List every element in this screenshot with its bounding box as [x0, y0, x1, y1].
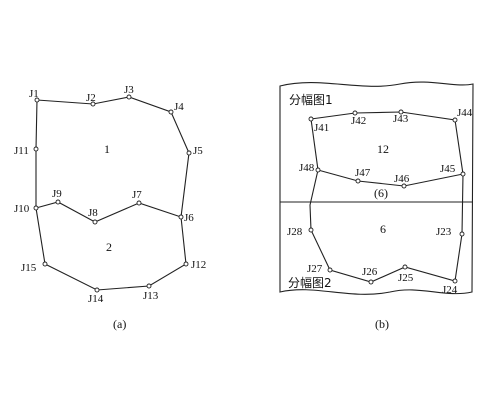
map-sheet-frame — [279, 81, 474, 295]
label-J41: J41 — [314, 122, 329, 134]
sheet-title-top: 分幅图1 — [289, 92, 333, 107]
label-J14: J14 — [88, 293, 104, 305]
node-J6 — [178, 214, 184, 220]
node-J25 — [402, 264, 408, 270]
label-J28: J28 — [287, 226, 303, 238]
label-J5: J5 — [193, 145, 203, 157]
label-J42: J42 — [351, 115, 366, 127]
label-J46: J46 — [394, 173, 410, 185]
label-J43: J43 — [393, 113, 409, 125]
node-J15 — [42, 261, 48, 267]
node-J47 — [355, 178, 361, 184]
node-J14 — [94, 287, 100, 293]
label-J6: J6 — [184, 212, 194, 224]
node-J42 — [352, 110, 358, 116]
node-J24 — [452, 278, 458, 284]
label-J3: J3 — [124, 84, 134, 96]
node-J27 — [327, 267, 333, 273]
node-J3 — [126, 94, 132, 100]
node-J28 — [308, 227, 314, 233]
label-J4: J4 — [174, 101, 184, 113]
polygon-number-2: 2 — [106, 240, 112, 254]
node-J12 — [183, 261, 189, 267]
label-J27: J27 — [307, 263, 323, 275]
label-J13: J13 — [143, 290, 159, 302]
node-J2 — [90, 101, 96, 107]
node-J46 — [401, 183, 407, 189]
node-J45 — [460, 171, 466, 177]
label-J9: J9 — [52, 188, 62, 200]
label-J47: J47 — [355, 167, 371, 179]
node-J13 — [146, 283, 152, 289]
node-J4 — [168, 109, 174, 115]
node-J5 — [186, 150, 192, 156]
label-J25: J25 — [398, 272, 414, 284]
node-J44 — [452, 117, 458, 123]
label-J24: J24 — [442, 284, 458, 296]
polygon-2-lower-edge — [35, 207, 187, 291]
polygon-number-6: 6 — [380, 222, 386, 236]
shared-boundary-1-2 — [35, 201, 182, 223]
label-J48: J48 — [299, 162, 315, 174]
label-J26: J26 — [362, 266, 378, 278]
label-J45: J45 — [440, 163, 456, 175]
node-J48 — [315, 167, 321, 173]
label-J23: J23 — [436, 226, 452, 238]
label-J10: J10 — [14, 203, 30, 215]
label-J7: J7 — [132, 189, 142, 201]
node-J7 — [136, 200, 142, 206]
node-J26 — [368, 279, 374, 285]
panel-b: J41 J42 J43 J44 J45 J46 J47 J48 J28 J27 … — [279, 81, 474, 331]
polygon-12-left-edge — [310, 118, 319, 171]
merged-polygon-label: (6) — [374, 186, 388, 200]
node-J41 — [308, 116, 314, 122]
polygon-1-top-edge — [36, 96, 190, 218]
label-J1: J1 — [29, 88, 39, 100]
sheet-title-bottom: 分幅图2 — [288, 275, 332, 290]
label-J12: J12 — [191, 259, 206, 271]
polygon-1-left-edge — [35, 99, 38, 208]
node-J11 — [33, 146, 39, 152]
node-J23 — [459, 231, 465, 237]
node-J43 — [398, 109, 404, 115]
polygon-number-12: 12 — [377, 142, 389, 156]
label-J11: J11 — [14, 145, 29, 157]
panel-a: J1 J2 J3 J4 J5 J6 J7 J8 J9 J10 J11 J12 J… — [14, 84, 206, 331]
caption-a: (a) — [113, 317, 126, 331]
label-J2: J2 — [86, 92, 96, 104]
label-J15: J15 — [21, 262, 37, 274]
label-J44: J44 — [457, 107, 473, 119]
polygon-12-bottom-edge — [317, 169, 464, 187]
node-J9 — [55, 199, 61, 205]
label-J8: J8 — [88, 207, 98, 219]
node-J10 — [33, 205, 39, 211]
node-J8 — [92, 219, 98, 225]
polygon-number-1: 1 — [104, 142, 110, 156]
node-J1 — [34, 97, 40, 103]
caption-b: (b) — [375, 317, 389, 331]
